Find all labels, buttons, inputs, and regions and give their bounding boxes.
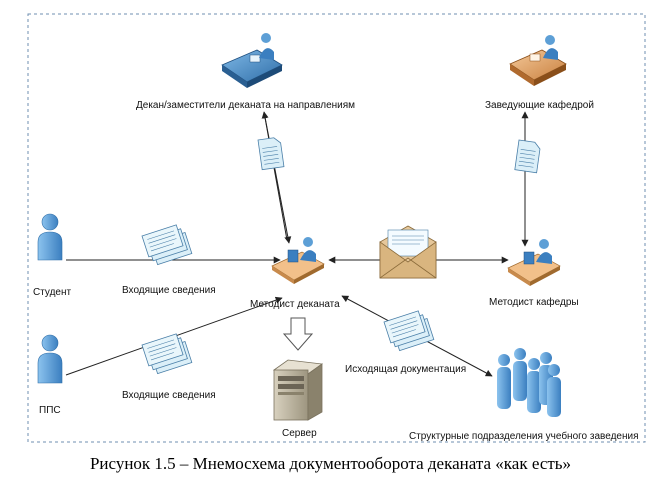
- desk-worker-icon: [507, 239, 561, 286]
- desk-worker-icon: [271, 237, 325, 284]
- label-outgoing: Исходящая документация: [345, 364, 467, 375]
- label-server: Сервер: [282, 428, 317, 439]
- label-pps: ППС: [39, 405, 61, 416]
- arrow-from-dean: [263, 111, 292, 244]
- label-dean: Декан/заместители деканата на направлени…: [136, 100, 356, 111]
- documents-stack-icon: [383, 310, 435, 352]
- desk-worker-icon: [221, 33, 283, 88]
- desk-worker-icon: [509, 35, 567, 86]
- frame-border: [27, 13, 646, 443]
- figure-caption: Рисунок 1.5 – Мнемосхема документооборот…: [89, 454, 572, 473]
- label-methodist-dept: Методист кафедры: [489, 297, 579, 308]
- server-icon: [272, 359, 324, 421]
- document-icon: [514, 139, 541, 174]
- label-structural: Структурные подразделения учебного завед…: [409, 431, 639, 442]
- documents-stack-icon: [141, 224, 193, 266]
- label-student: Студент: [33, 287, 72, 298]
- label-incoming-2: Входящие сведения: [122, 390, 216, 401]
- group-icon: [497, 348, 561, 417]
- document-icon: [257, 137, 285, 171]
- envelope-icon: [379, 225, 437, 279]
- person-icon: [37, 334, 63, 384]
- label-methodist-dean: Методист деканата: [250, 299, 340, 310]
- down-arrow-icon: [282, 317, 314, 351]
- label-incoming-1: Входящие сведения: [122, 285, 216, 296]
- documents-stack-icon: [141, 333, 193, 375]
- label-heads: Заведующие кафедрой: [485, 100, 594, 111]
- person-icon: [37, 213, 63, 261]
